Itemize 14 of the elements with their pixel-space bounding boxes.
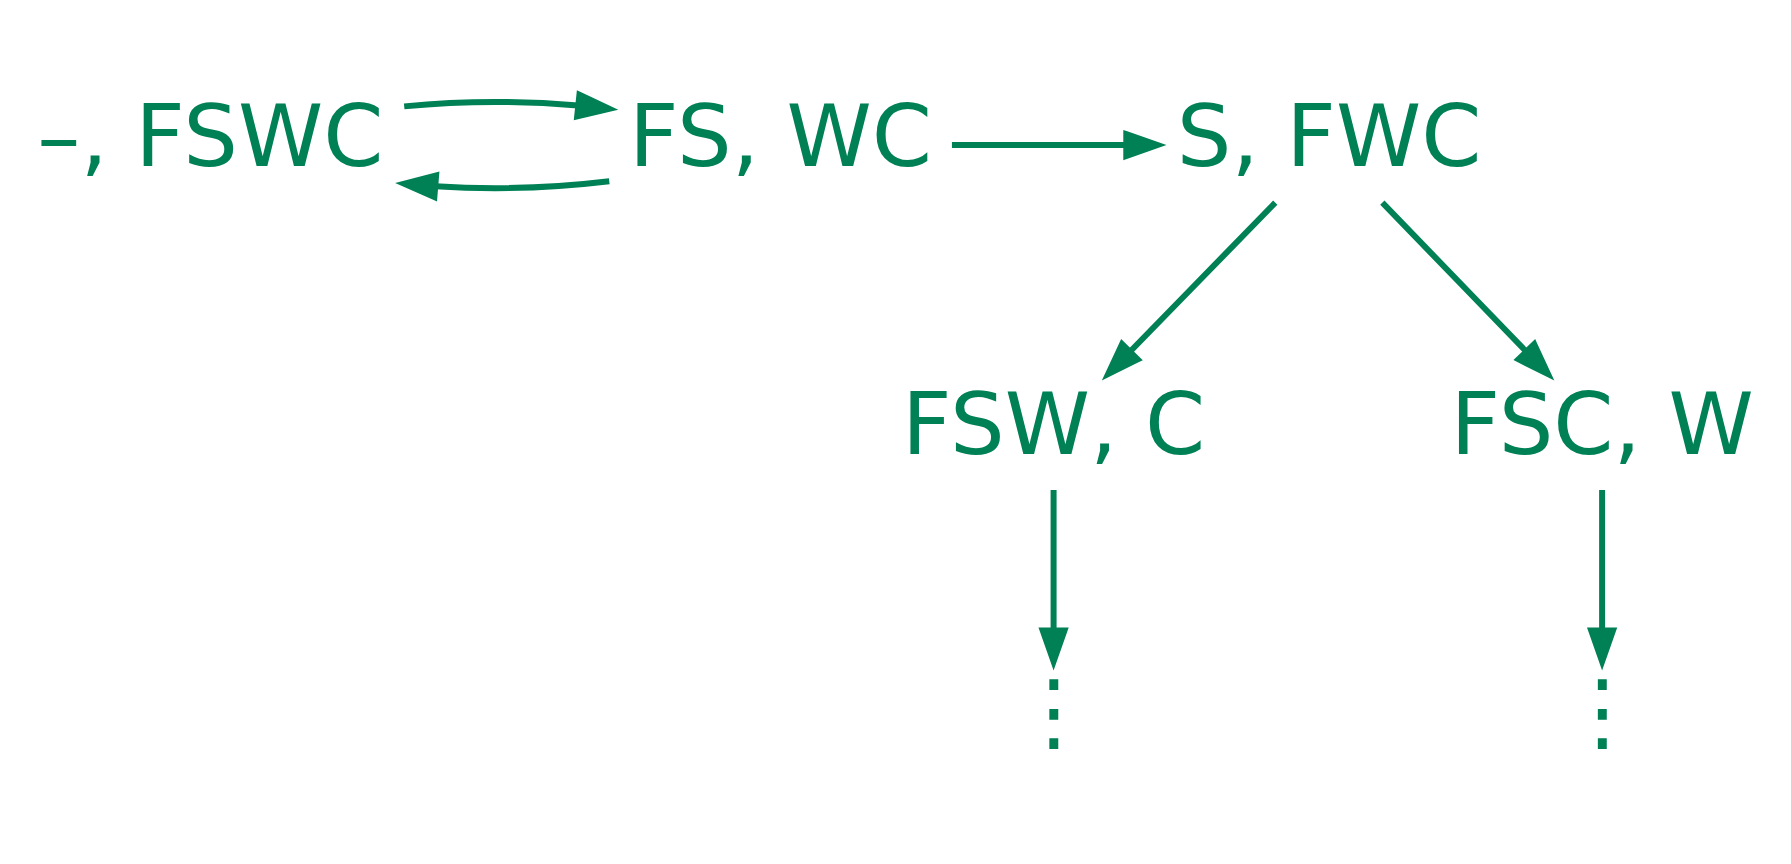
arrow [403,89,619,120]
node-text: FSC, W [1450,373,1754,474]
arrow [1101,200,1278,381]
node-text: –, FSWC [37,85,384,186]
node-text: ⋮ [1559,660,1646,761]
node-text: FSW, C [902,373,1206,474]
arrow [1380,200,1555,381]
arrow [951,129,1167,160]
node-text: ⋮ [1010,660,1097,761]
arrow [1587,489,1618,671]
node-text: S, FWC [1176,85,1482,186]
node-text: FS, WC [628,85,933,186]
arrow [395,170,610,202]
arrow [1038,489,1069,671]
